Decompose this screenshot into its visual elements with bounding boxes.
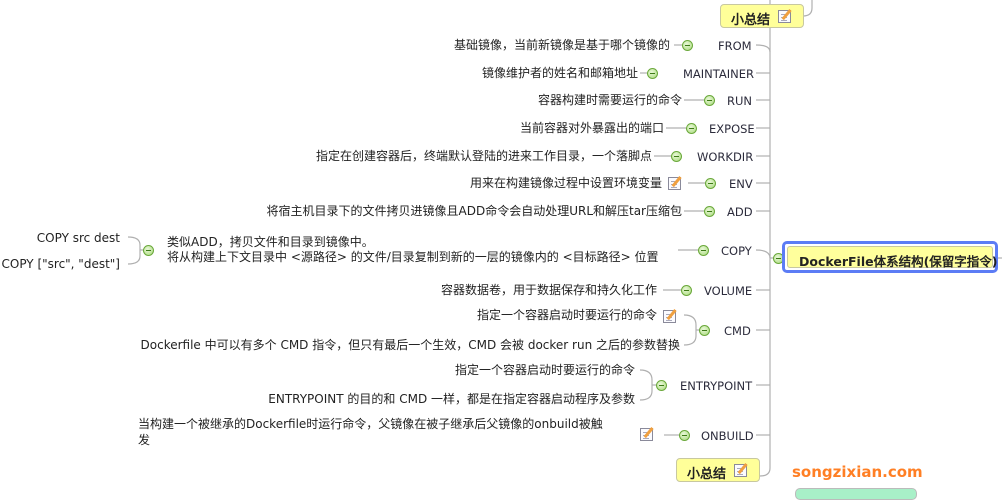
summary-node-top[interactable]: 小总结 [720,4,804,28]
run-node[interactable]: RUN [727,94,753,108]
collapse-icon[interactable] [679,430,690,441]
note-icon[interactable] [778,10,791,23]
add-desc: 将宿主机目录下的文件拷贝进镜像且ADD命令会自动处理URL和解压tar压缩包 [266,204,683,218]
note-icon[interactable] [663,310,676,323]
env-desc: 用来在构建镜像过程中设置环境变量 [469,176,662,190]
partial-node[interactable] [795,488,917,500]
collapse-icon[interactable] [699,325,710,336]
onbuild-node[interactable]: ONBUILD [701,429,754,443]
onbuild-desc-line1: 当构建一个被继承的Dockerfile时运行命令，父镜像在被子继承后父镜像的on… [138,417,603,431]
expose-node[interactable]: EXPOSE [709,122,755,136]
add-node[interactable]: ADD [727,205,753,219]
cmd-node[interactable]: CMD [724,324,751,338]
onbuild-desc-line2: 发 [138,433,151,447]
collapse-icon[interactable] [686,123,697,134]
copy-example: COPY src dest [36,231,120,245]
entrypoint-detail: 指定一个容器启动时要运行的命令 [454,363,635,377]
collapse-icon[interactable] [681,285,692,296]
copy-desc-line1: 类似ADD，拷贝文件和目录到镜像中。 [167,235,374,249]
collapse-icon[interactable] [671,151,682,162]
expose-desc: 当前容器对外暴露出的端口 [519,121,664,135]
workdir-desc: 指定在创建容器后，终端默认登陆的进来工作目录，一个落脚点 [315,149,652,163]
collapse-icon[interactable] [698,245,709,256]
env-node[interactable]: ENV [729,177,753,191]
note-icon[interactable] [668,177,681,190]
volume-node[interactable]: VOLUME [704,284,753,298]
volume-desc: 容器数据卷，用于数据保存和持久化工作 [440,283,657,297]
run-desc: 容器构建时需要运行的命令 [537,93,682,107]
maintainer-desc: 镜像维护者的姓名和邮箱地址 [481,66,638,80]
collapse-icon[interactable] [143,245,154,256]
collapse-icon[interactable] [656,380,667,391]
summary-label: 小总结 [687,467,727,482]
summary-label: 小总结 [731,13,771,28]
root-node[interactable]: DockerFile体系结构(保留字指令) [782,241,998,273]
summary-node-bottom[interactable]: 小总结 [676,458,760,482]
entrypoint-detail: ENTRYPOINT 的目的和 CMD 一样，都是在指定容器启动程序及参数 [268,392,635,406]
entrypoint-node[interactable]: ENTRYPOINT [680,379,753,393]
collapse-icon[interactable] [704,206,715,217]
cmd-detail: Dockerfile 中可以有多个 CMD 指令，但只有最后一个生效，CMD 会… [140,338,680,352]
workdir-node[interactable]: WORKDIR [697,150,754,164]
copy-example: COPY ["src", "dest"] [1,257,121,271]
watermark: songzixian.com [792,463,923,481]
note-icon[interactable] [640,428,653,441]
copy-node[interactable]: COPY [721,244,752,258]
note-icon[interactable] [734,464,747,477]
collapse-icon[interactable] [705,178,716,189]
cmd-detail: 指定一个容器启动时要运行的命令 [476,308,657,322]
root-label: DockerFile体系结构(保留字指令) [787,246,998,269]
collapse-icon[interactable] [682,40,693,51]
from-node[interactable]: FROM [718,39,752,53]
copy-desc-line2: 将从构建上下文目录中 <源路径> 的文件/目录复制到新的一层的镜像内的 <目标路… [167,250,659,264]
collapse-icon[interactable] [647,68,658,79]
maintainer-node[interactable]: MAINTAINER [683,67,755,81]
from-desc: 基础镜像，当前新镜像是基于哪个镜像的 [453,38,670,52]
collapse-icon[interactable] [704,95,715,106]
